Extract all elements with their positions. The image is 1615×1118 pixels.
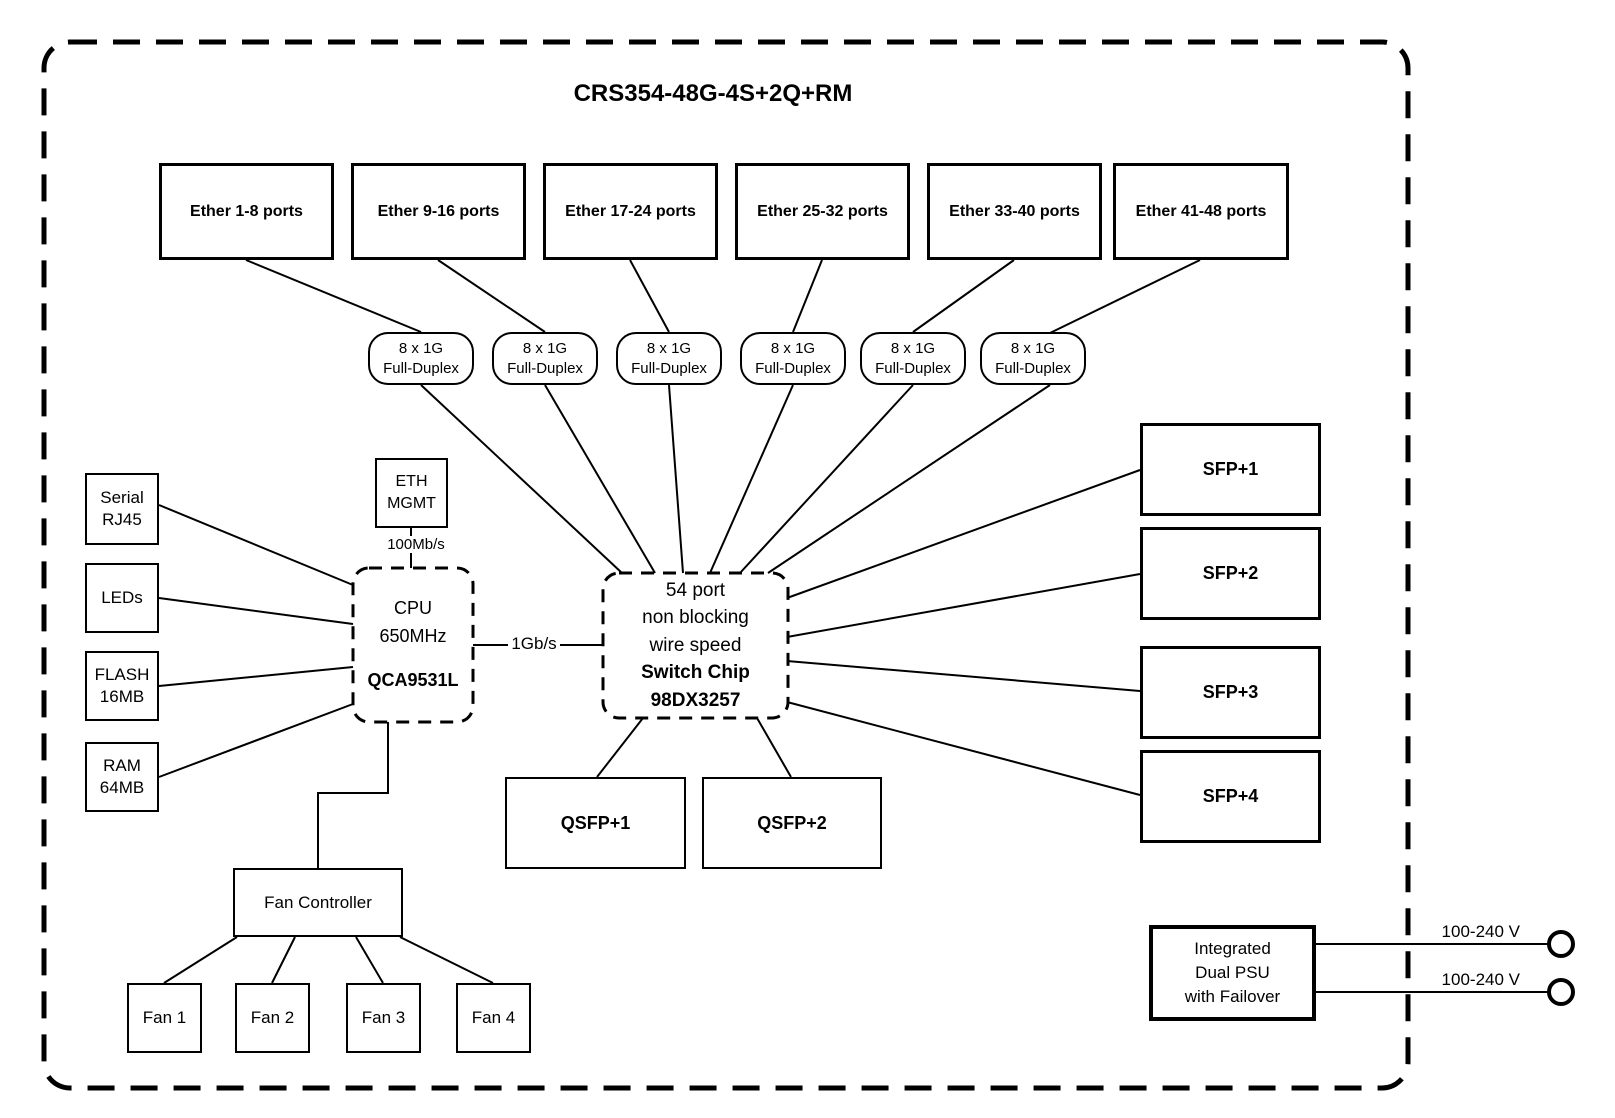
fan-label: Fan 3 bbox=[361, 1008, 406, 1028]
qsfp-port-box-2: QSFP+2 bbox=[702, 777, 882, 869]
psu-input-voltage: 100-240 V bbox=[1441, 922, 1520, 941]
psu-input-voltage: 100-240 V bbox=[1441, 970, 1520, 989]
cpu-name: CPU bbox=[393, 598, 432, 619]
chassis-dashed-border bbox=[41, 39, 1411, 1091]
mgmt-speed-text: 100Mb/s bbox=[384, 536, 448, 553]
switch-chip-desc1: 54 port bbox=[665, 579, 726, 601]
duplex-link-node-5: 8 x 1G Full-Duplex bbox=[860, 332, 966, 385]
duplex-speed: 8 x 1G bbox=[770, 340, 816, 357]
duplex-link-node-1: 8 x 1G Full-Duplex bbox=[368, 332, 474, 385]
switch-chip-box: 54 port non blocking wire speed Switch C… bbox=[603, 573, 788, 718]
fan-label: Fan 2 bbox=[250, 1008, 295, 1028]
peripheral-label: LEDs bbox=[101, 587, 143, 607]
fan-box-4: Fan 4 bbox=[456, 983, 531, 1053]
cpu-switch-speed-label: 1Gb/s bbox=[484, 634, 584, 654]
eth-mgmt-line2: MGMT bbox=[387, 495, 436, 512]
cpu-model: QCA9531L bbox=[367, 669, 459, 690]
sfp-port-box-2: SFP+2 bbox=[1140, 527, 1321, 620]
switch-chip-desc2: non blocking bbox=[642, 607, 749, 629]
duplex-speed: 8 x 1G bbox=[1010, 340, 1056, 357]
qsfp-port-label: QSFP+1 bbox=[560, 812, 631, 833]
duplex-mode: Full-Duplex bbox=[875, 359, 951, 377]
qsfp-port-box-1: QSFP+1 bbox=[505, 777, 686, 869]
duplex-mode: Full-Duplex bbox=[507, 359, 583, 377]
connector-lines bbox=[158, 259, 1549, 993]
peripheral-label: RJ45 bbox=[102, 510, 142, 529]
sfp-port-box-1: SFP+1 bbox=[1140, 423, 1321, 516]
duplex-mode: Full-Duplex bbox=[383, 359, 459, 377]
cpu-box: CPU 650MHz QCA9531L bbox=[353, 568, 473, 722]
switch-chip-model: 98DX3257 bbox=[650, 689, 741, 711]
duplex-link-node-3: 8 x 1G Full-Duplex bbox=[616, 332, 722, 385]
duplex-mode: Full-Duplex bbox=[995, 359, 1071, 377]
peripheral-label: 16MB bbox=[99, 687, 145, 706]
psu-input-label-1: 100-240 V bbox=[1418, 922, 1523, 942]
psu-input-connector-1 bbox=[1547, 930, 1575, 958]
switch-chip-name: Switch Chip bbox=[641, 662, 750, 684]
ether-group-box-1-8: Ether 1-8 ports bbox=[159, 163, 334, 260]
peripheral-box-leds: LEDs bbox=[85, 563, 159, 633]
sfp-port-box-3: SFP+3 bbox=[1140, 646, 1321, 739]
ether-group-box-17-24: Ether 17-24 ports bbox=[543, 163, 718, 260]
psu-input-connector-2 bbox=[1547, 978, 1575, 1006]
psu-line2: Dual PSU bbox=[1195, 963, 1270, 983]
mgmt-speed-label: 100Mb/s bbox=[356, 536, 476, 553]
peripheral-box-serial-rj45: Serial RJ45 bbox=[85, 473, 159, 545]
psu-line3: with Failover bbox=[1184, 986, 1281, 1006]
ether-group-label: Ether 17-24 ports bbox=[565, 202, 696, 220]
ether-group-label: Ether 25-32 ports bbox=[757, 202, 888, 220]
duplex-speed: 8 x 1G bbox=[398, 340, 444, 357]
fan-controller-label: Fan Controller bbox=[264, 892, 372, 912]
cpu-clock: 650MHz bbox=[379, 626, 447, 647]
sfp-port-box-4: SFP+4 bbox=[1140, 750, 1321, 843]
ether-group-box-25-32: Ether 25-32 ports bbox=[735, 163, 910, 260]
psu-line1: Integrated bbox=[1194, 939, 1271, 959]
fan-label: Fan 1 bbox=[142, 1008, 187, 1028]
sfp-port-label: SFP+2 bbox=[1202, 563, 1259, 584]
ether-group-label: Ether 33-40 ports bbox=[949, 202, 1080, 220]
duplex-speed: 8 x 1G bbox=[522, 340, 568, 357]
peripheral-label: 64MB bbox=[99, 778, 145, 797]
ether-group-label: Ether 41-48 ports bbox=[1135, 202, 1267, 220]
peripheral-box-flash: FLASH 16MB bbox=[85, 651, 159, 721]
diagram-title: CRS354-48G-4S+2Q+RM bbox=[463, 80, 963, 108]
ether-group-label: Ether 1-8 ports bbox=[190, 202, 303, 220]
duplex-mode: Full-Duplex bbox=[631, 359, 707, 377]
fan-label: Fan 4 bbox=[471, 1008, 516, 1028]
peripheral-label: RAM bbox=[103, 755, 141, 775]
fan-controller-box: Fan Controller bbox=[233, 868, 403, 937]
cpu-switch-speed-text: 1Gb/s bbox=[508, 634, 560, 653]
peripheral-label: Serial bbox=[100, 487, 144, 507]
duplex-speed: 8 x 1G bbox=[890, 340, 936, 357]
fan-box-2: Fan 2 bbox=[235, 983, 310, 1053]
duplex-mode: Full-Duplex bbox=[755, 359, 831, 377]
fan-box-3: Fan 3 bbox=[346, 983, 421, 1053]
sfp-port-label: SFP+3 bbox=[1202, 682, 1259, 703]
ether-group-box-9-16: Ether 9-16 ports bbox=[351, 163, 526, 260]
eth-mgmt-box: ETH MGMT bbox=[375, 458, 448, 528]
sfp-port-label: SFP+4 bbox=[1202, 786, 1259, 807]
peripheral-box-ram: RAM 64MB bbox=[85, 742, 159, 812]
duplex-speed: 8 x 1G bbox=[646, 340, 692, 357]
peripheral-label: FLASH bbox=[94, 664, 150, 684]
ether-group-box-33-40: Ether 33-40 ports bbox=[927, 163, 1102, 260]
ether-group-label: Ether 9-16 ports bbox=[377, 202, 500, 220]
switch-chip-desc3: wire speed bbox=[649, 634, 742, 656]
diagram-title-text: CRS354-48G-4S+2Q+RM bbox=[573, 80, 853, 107]
qsfp-port-label: QSFP+2 bbox=[757, 812, 827, 833]
psu-input-label-2: 100-240 V bbox=[1418, 970, 1523, 990]
duplex-link-node-2: 8 x 1G Full-Duplex bbox=[492, 332, 598, 385]
duplex-link-node-6: 8 x 1G Full-Duplex bbox=[980, 332, 1086, 385]
cpu-dashed-border bbox=[351, 566, 475, 724]
sfp-port-label: SFP+1 bbox=[1202, 459, 1259, 480]
ether-group-box-41-48: Ether 41-48 ports bbox=[1113, 163, 1289, 260]
psu-box: Integrated Dual PSU with Failover bbox=[1149, 925, 1316, 1021]
fan-box-1: Fan 1 bbox=[127, 983, 202, 1053]
duplex-link-node-4: 8 x 1G Full-Duplex bbox=[740, 332, 846, 385]
eth-mgmt-line1: ETH bbox=[395, 473, 428, 491]
